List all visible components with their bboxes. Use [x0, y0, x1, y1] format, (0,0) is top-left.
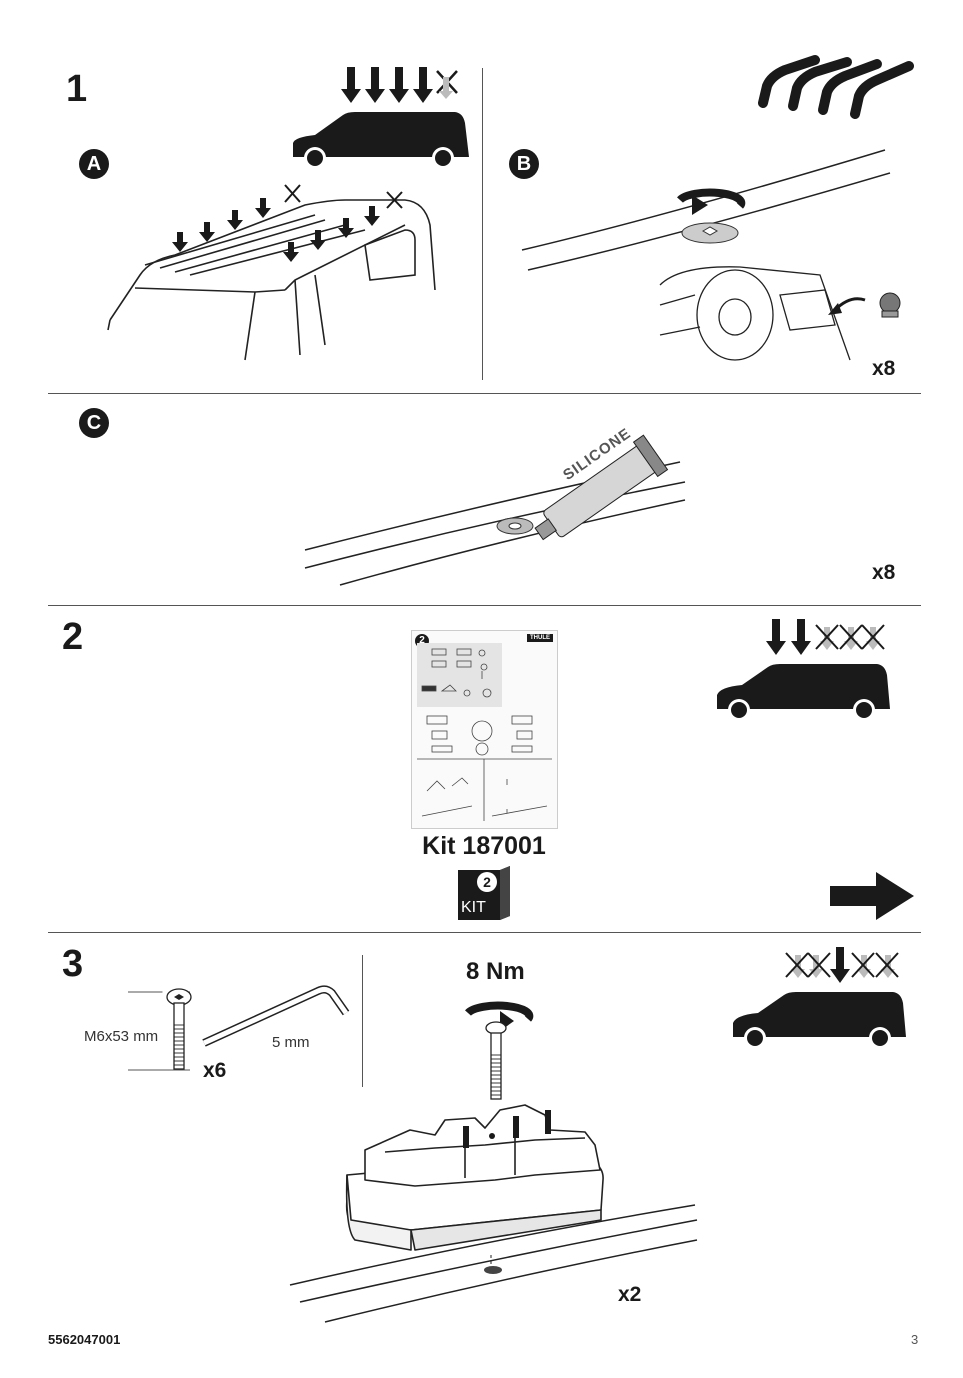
step-2-number: 2 — [62, 616, 84, 658]
sheet-brand-logo: THULE — [527, 634, 553, 642]
kit-instruction-sheet: 2 THULE — [411, 630, 558, 829]
kit-box-text: KIT — [461, 899, 486, 916]
step-1c-quantity: x8 — [872, 561, 896, 584]
car-load-icon — [293, 67, 469, 169]
step-1b-badge: B — [509, 149, 539, 179]
torque-value: 8 Nm — [466, 958, 525, 985]
page-number: 3 — [911, 1332, 919, 1347]
car-middle-position-icon — [733, 947, 906, 1049]
kit-box-number: 2 — [477, 872, 497, 892]
step-1-divider — [482, 68, 483, 380]
step-1a-badge: A — [79, 149, 109, 179]
step-1c-badge: C — [79, 408, 109, 438]
step-3-number: 3 — [62, 943, 84, 985]
section-divider-1 — [48, 393, 921, 394]
bolt-size-label: M6x53 mm — [84, 1028, 159, 1045]
hex-key-icon — [202, 985, 350, 1047]
kit-number-label: Kit 187001 — [422, 832, 546, 860]
bolt-quantity: x6 — [203, 1059, 227, 1082]
torque-rotation-icon — [465, 1001, 534, 1100]
rail-cap-removal-drawing — [521, 149, 901, 361]
kit-box-icon: 2 KIT — [456, 866, 512, 920]
step-1b-quantity: x8 — [872, 357, 896, 380]
next-step-arrow-icon — [830, 872, 914, 920]
bolt-icon — [128, 987, 192, 1071]
roof-drawing-a — [107, 184, 436, 361]
document-number: 5562047001 — [48, 1332, 121, 1347]
roof-rail-feet-icon — [758, 55, 914, 119]
silicone-application-drawing — [304, 434, 686, 586]
hex-key-size-label: 5 mm — [272, 1034, 310, 1051]
step-3-divider — [362, 955, 363, 1087]
foot-mounting-drawing — [289, 1104, 698, 1323]
section-divider-3 — [48, 932, 921, 933]
step-1-number: 1 — [66, 68, 88, 110]
section-divider-2 — [48, 605, 921, 606]
car-front-position-icon — [717, 619, 890, 721]
step-3-quantity: x2 — [618, 1283, 642, 1306]
